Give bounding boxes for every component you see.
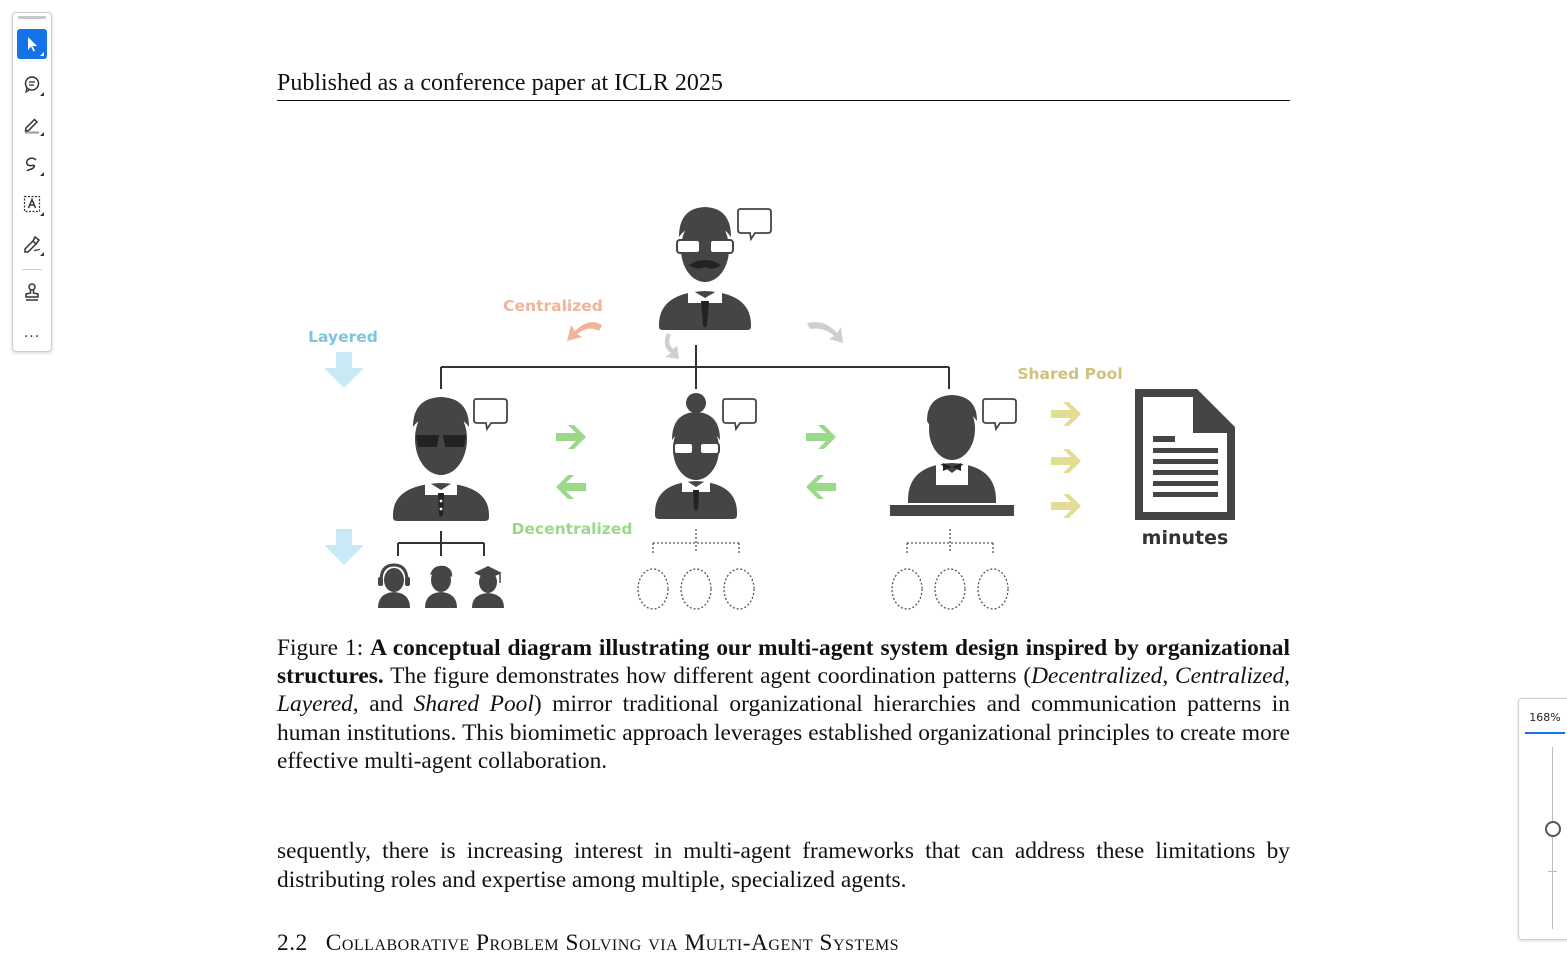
text-box-icon bbox=[23, 195, 41, 213]
highlight-tool-button[interactable] bbox=[17, 109, 47, 139]
section-heading: 2.2 Collaborative Problem Solving via Mul… bbox=[277, 928, 899, 958]
leader-agent-icon bbox=[659, 207, 751, 330]
section-title: Collaborative Problem Solving via Multi-… bbox=[325, 930, 900, 956]
speech-bubble-icon bbox=[737, 208, 772, 240]
caption-italic-term: Centralized bbox=[1175, 663, 1285, 690]
minutes-document-icon bbox=[1135, 389, 1235, 520]
curved-arrow-left bbox=[664, 333, 679, 359]
caption-italic-term: Layered bbox=[277, 691, 353, 718]
caption-bold-title: A conceptual diagram illustrating our mu… bbox=[277, 635, 1290, 690]
decentralized-label: Decentralized bbox=[512, 520, 633, 538]
empty-subteam-connector bbox=[652, 529, 994, 553]
figure-caption: Figure 1: A conceptual diagram illustrat… bbox=[277, 634, 1290, 775]
support-agent-icon bbox=[378, 563, 410, 608]
zoom-slider-handle[interactable] bbox=[1545, 820, 1561, 837]
annotation-toolbar: ... bbox=[12, 12, 52, 352]
worker-agent-icon bbox=[425, 565, 457, 608]
body-paragraph: sequently, there is increasing interest … bbox=[277, 838, 1290, 893]
subteam-members bbox=[378, 563, 504, 608]
agent-woman-icon bbox=[655, 393, 737, 519]
comment-tool-button[interactable] bbox=[17, 69, 47, 99]
subteam-connector bbox=[397, 531, 485, 556]
toolbar-separator bbox=[22, 269, 42, 270]
org-structure-diagram: Centralized Layered Shared Pool Decentra… bbox=[308, 207, 1235, 610]
fill-sign-icon bbox=[24, 235, 41, 253]
caption-prefix: Figure 1: bbox=[277, 635, 364, 661]
speech-bubble-icon bbox=[722, 398, 757, 430]
comment-icon bbox=[24, 76, 40, 94]
speech-bubble-icon bbox=[473, 398, 508, 430]
stamp-icon bbox=[25, 283, 39, 301]
shared-pool-label: Shared Pool bbox=[1017, 365, 1122, 383]
agent-sunglasses-icon bbox=[393, 397, 489, 521]
caption-separator: , bbox=[1284, 663, 1291, 690]
layered-down-arrow-icon bbox=[324, 529, 364, 565]
centralized-curved-arrow bbox=[567, 322, 602, 341]
draw-freeform-icon bbox=[25, 157, 37, 172]
caption-separator: , bbox=[1162, 663, 1175, 690]
caption-text: ) mirror traditional organizational hier… bbox=[277, 691, 1290, 774]
layered-label: Layered bbox=[308, 328, 378, 346]
caption-italic-term: Decentralized bbox=[1031, 663, 1163, 690]
zoom-slider-track[interactable] bbox=[1552, 747, 1553, 929]
layered-down-arrow-icon bbox=[324, 352, 364, 388]
stamp-tool-button[interactable] bbox=[17, 277, 47, 307]
text-box-tool-button[interactable] bbox=[17, 189, 47, 219]
shared-pool-arrows bbox=[1051, 402, 1081, 518]
caption-italic-term: Shared Pool bbox=[413, 691, 534, 718]
zoom-slider-tick bbox=[1548, 871, 1557, 872]
zoom-control: 168% bbox=[1518, 698, 1567, 940]
curved-arrow-right bbox=[807, 322, 843, 343]
figure-1: Centralized Layered Shared Pool Decentra… bbox=[277, 195, 1290, 620]
caption-text: The figure demonstrates how different ag… bbox=[390, 663, 1032, 690]
running-header: Published as a conference paper at ICLR … bbox=[277, 68, 1290, 101]
minutes-label: minutes bbox=[1142, 527, 1229, 549]
highlight-pen-icon bbox=[24, 118, 39, 134]
agent-receptionist-icon bbox=[890, 395, 1014, 516]
graduate-agent-icon bbox=[472, 566, 504, 608]
speech-bubble-icon bbox=[982, 398, 1017, 430]
more-tools-button[interactable]: ... bbox=[23, 325, 41, 341]
empty-agent-slots bbox=[637, 568, 1009, 610]
toolbar-grip[interactable] bbox=[18, 16, 46, 19]
hierarchy-connector bbox=[440, 345, 950, 389]
centralized-label: Centralized bbox=[503, 297, 603, 315]
caption-separator: , and bbox=[352, 691, 414, 718]
section-number: 2.2 bbox=[277, 930, 308, 956]
select-tool-button[interactable] bbox=[17, 29, 47, 59]
fill-sign-tool-button[interactable] bbox=[17, 229, 47, 259]
select-icon bbox=[28, 37, 37, 52]
draw-tool-button[interactable] bbox=[17, 149, 47, 179]
zoom-level[interactable]: 168% bbox=[1525, 711, 1565, 734]
